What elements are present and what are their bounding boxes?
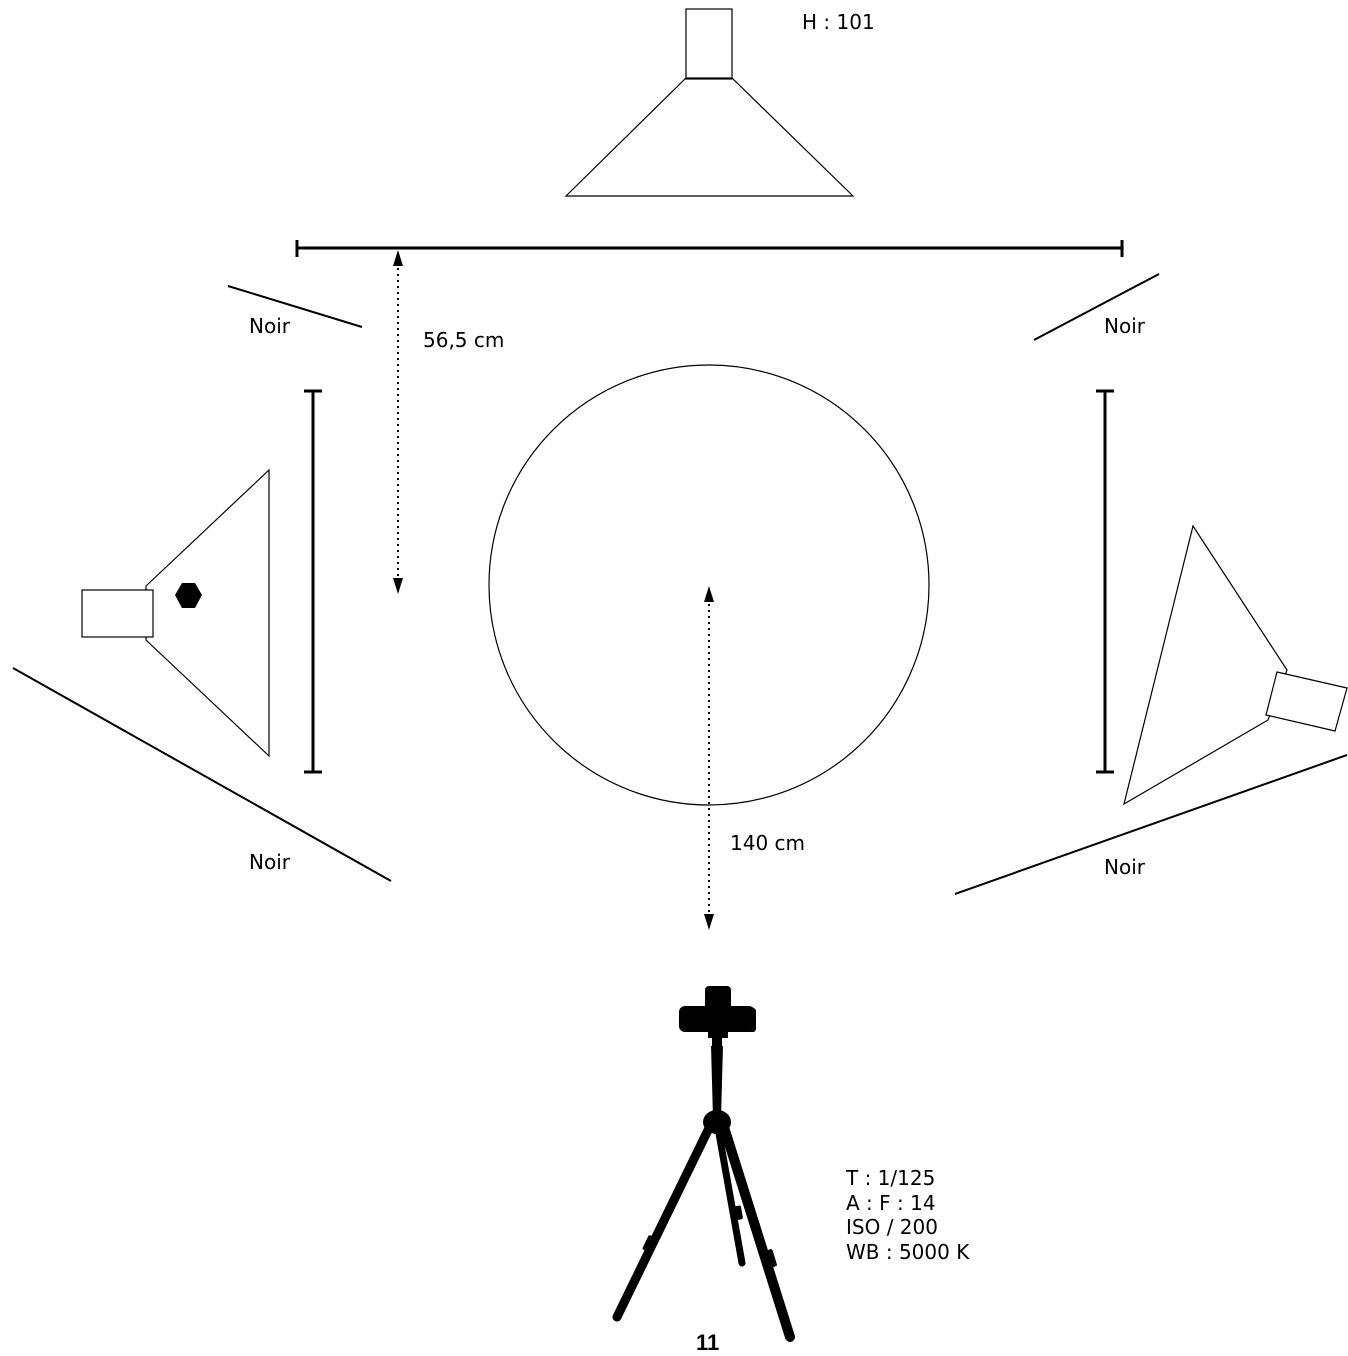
left-vertical-panel [304, 389, 322, 774]
white-balance: WB : 5000 K [846, 1239, 970, 1264]
aperture: A : F : 14 [846, 1190, 936, 1215]
flag-label-bottom-right: Noir [1104, 855, 1145, 879]
distance-arrow-top [393, 250, 403, 594]
camera-settings: T : 1/125 A : F : 14 ISO / 200 WB : 5000… [846, 1166, 969, 1264]
distance-label-top: 56,5 cm [423, 328, 505, 352]
honeycomb-grid-icon [175, 583, 202, 608]
camera-tripod-icon [612, 986, 795, 1342]
flag-label-top-right: Noir [1104, 314, 1145, 338]
subject-circle [488, 364, 930, 806]
black-flag-bottom-left [12, 667, 392, 882]
black-flag-top-left [227, 285, 363, 328]
right-light-head [1265, 671, 1348, 732]
left-light-head [81, 589, 154, 638]
left-light-softbox [145, 468, 270, 758]
top-light-head [685, 8, 733, 80]
black-flag-bottom-right [954, 754, 1348, 895]
page-number: 11 [696, 1330, 720, 1355]
top-light [564, 8, 855, 197]
flag-label-top-left: Noir [249, 314, 290, 338]
shutter-speed: T : 1/125 [846, 1166, 936, 1190]
right-light [1123, 524, 1348, 806]
height-label: H : 101 [802, 10, 875, 34]
right-vertical-panel [1096, 389, 1114, 774]
left-light [81, 468, 270, 758]
flag-label-bottom-left: Noir [249, 850, 290, 874]
right-light-softbox [1123, 524, 1288, 806]
top-diffuser-panel [295, 240, 1124, 257]
distance-arrow-camera [704, 586, 714, 930]
distance-label-camera: 140 cm [730, 831, 806, 855]
top-light-softbox [564, 77, 855, 197]
iso: ISO / 200 [846, 1215, 938, 1239]
black-flag-top-right [1033, 273, 1160, 341]
